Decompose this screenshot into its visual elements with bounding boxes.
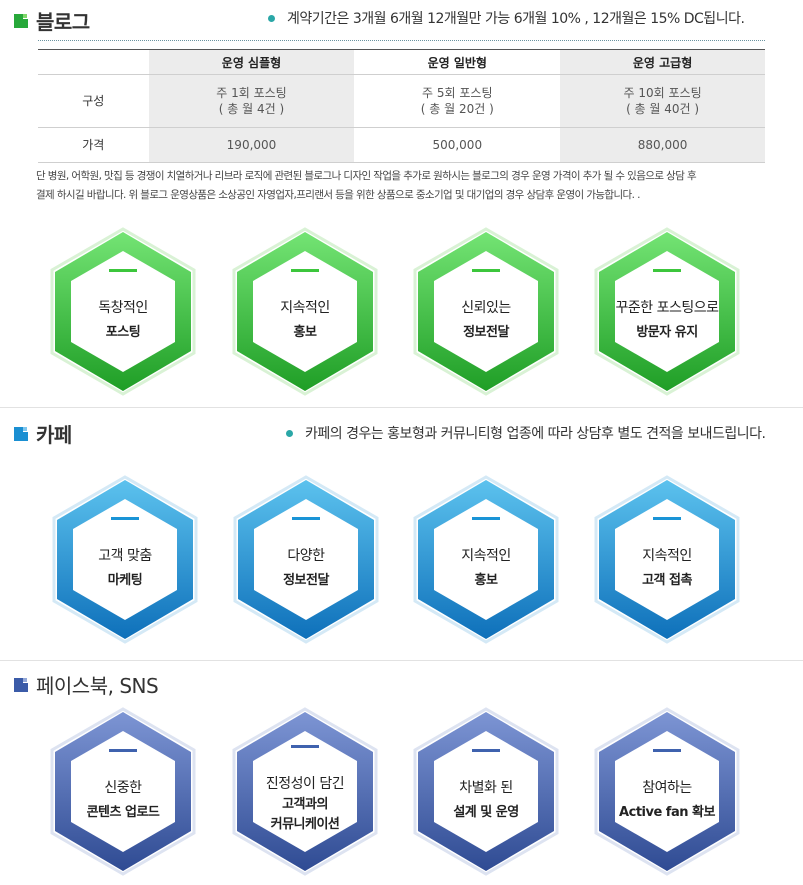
hexagon-shape bbox=[232, 707, 378, 876]
square-bullet-icon bbox=[14, 13, 28, 28]
accent-dash bbox=[472, 749, 500, 752]
feature-title: 신중한 bbox=[104, 780, 142, 796]
table-cell: 500,000 bbox=[354, 127, 561, 163]
accent-dash bbox=[111, 517, 139, 520]
table-cell: 주 1회 포스팅( 총 월 4건 ) bbox=[148, 74, 355, 128]
accent-dash bbox=[653, 749, 681, 752]
blog-price-table: 운영 심플형 운영 일반형 운영 고급형 구성 주 1회 포스팅( 총 월 4건… bbox=[38, 50, 765, 163]
table-cell: 주 5회 포스팅( 총 월 20건 ) bbox=[354, 74, 561, 128]
accent-dash bbox=[292, 517, 320, 520]
accent-dash bbox=[109, 269, 137, 272]
cafe-note: 카페의 경우는 홍보형과 커뮤니티형 업종에 따라 상담후 별도 견적을 보내드… bbox=[286, 423, 766, 443]
feature-title: 꾸준한 포스팅으로 bbox=[615, 300, 720, 316]
blog-fine-print: 단 병원, 어학원, 맛집 등 경쟁이 치열하거나 리브라 로직에 관련된 블로… bbox=[36, 170, 697, 201]
blog-section-title: 블로그 bbox=[14, 6, 90, 35]
square-bullet-icon bbox=[14, 426, 28, 441]
table-row: 가격 190,000 500,000 880,000 bbox=[38, 127, 765, 163]
feature-badge: 참여하는 Active fan 확보 bbox=[592, 705, 742, 880]
accent-dash bbox=[291, 269, 319, 272]
feature-subtitle: 커뮤니케이션 bbox=[270, 817, 340, 832]
hexagon-shape bbox=[52, 475, 198, 644]
hexagon-shape bbox=[50, 227, 196, 396]
feature-title: 신뢰있는 bbox=[461, 300, 511, 316]
row-label: 구성 bbox=[38, 74, 149, 128]
feature-title: 독창적인 bbox=[98, 300, 148, 316]
feature-subtitle: 설계 및 운영 bbox=[453, 805, 519, 820]
accent-dash bbox=[653, 517, 681, 520]
feature-subtitle: 포스팅 bbox=[105, 325, 141, 340]
feature-title: 참여하는 bbox=[642, 780, 692, 796]
header-normal: 운영 일반형 bbox=[427, 55, 487, 70]
table-cell: 190,000 bbox=[148, 127, 355, 163]
header-simple: 운영 심플형 bbox=[148, 50, 355, 75]
table-row: 구성 주 1회 포스팅( 총 월 4건 ) 주 5회 포스팅( 총 월 20건 … bbox=[38, 74, 765, 128]
table-cell: 880,000 bbox=[560, 127, 765, 163]
feature-title: 지속적인 bbox=[642, 548, 692, 564]
accent-dash bbox=[291, 745, 319, 748]
accent-dash bbox=[653, 269, 681, 272]
feature-subtitle: 콘텐츠 업로드 bbox=[86, 805, 160, 820]
feature-subtitle: 홍보 bbox=[474, 573, 498, 588]
feature-title: 차별화 된 bbox=[459, 780, 513, 796]
hexagon-shape bbox=[413, 707, 559, 876]
circle-bullet-icon bbox=[286, 429, 293, 437]
hexagon-shape bbox=[594, 227, 740, 396]
divider bbox=[38, 40, 765, 41]
feature-title: 지속적인 bbox=[461, 548, 511, 564]
feature-title: 고객 맞춤 bbox=[98, 548, 152, 564]
feature-subtitle: 방문자 유지 bbox=[636, 325, 698, 340]
circle-bullet-icon bbox=[268, 14, 275, 22]
cafe-section-title: 카페 bbox=[14, 419, 72, 448]
feature-subtitle: 마케팅 bbox=[107, 573, 143, 588]
hexagon-shape bbox=[594, 707, 740, 876]
square-bullet-icon bbox=[14, 677, 28, 692]
blog-contract-note: 계약기간은 3개월 6개월 12개월만 가능 6개월 10% , 12개월은 1… bbox=[268, 8, 745, 28]
section-divider bbox=[0, 407, 803, 408]
feature-subtitle: 고객과의 bbox=[282, 797, 328, 812]
accent-dash bbox=[472, 269, 500, 272]
hexagon-shape bbox=[413, 227, 559, 396]
hexagon-shape bbox=[232, 227, 378, 396]
facebook-section-title: 페이스북, SNS bbox=[14, 670, 159, 699]
feature-subtitle: 정보전달 bbox=[463, 325, 509, 340]
feature-title: 진정성이 담긴 bbox=[265, 776, 345, 792]
table-top-border bbox=[38, 49, 765, 50]
row-label: 가격 bbox=[38, 127, 149, 163]
table-header-row: 운영 심플형 운영 일반형 운영 고급형 bbox=[38, 50, 765, 75]
header-premium: 운영 고급형 bbox=[560, 50, 765, 75]
hexagon-shape bbox=[594, 475, 740, 644]
hexagon-shape bbox=[50, 707, 196, 876]
feature-subtitle: Active fan 확보 bbox=[619, 805, 715, 820]
hexagon-shape bbox=[413, 475, 559, 644]
accent-dash bbox=[472, 517, 500, 520]
feature-subtitle: 고객 접촉 bbox=[642, 573, 692, 588]
table-cell: 주 10회 포스팅( 총 월 40건 ) bbox=[560, 74, 765, 128]
feature-title: 지속적인 bbox=[280, 300, 330, 316]
feature-title: 다양한 bbox=[287, 548, 325, 564]
hexagon-shape bbox=[233, 475, 379, 644]
feature-subtitle: 정보전달 bbox=[283, 573, 329, 588]
accent-dash bbox=[109, 749, 137, 752]
section-divider bbox=[0, 660, 803, 661]
feature-subtitle: 홍보 bbox=[293, 325, 317, 340]
